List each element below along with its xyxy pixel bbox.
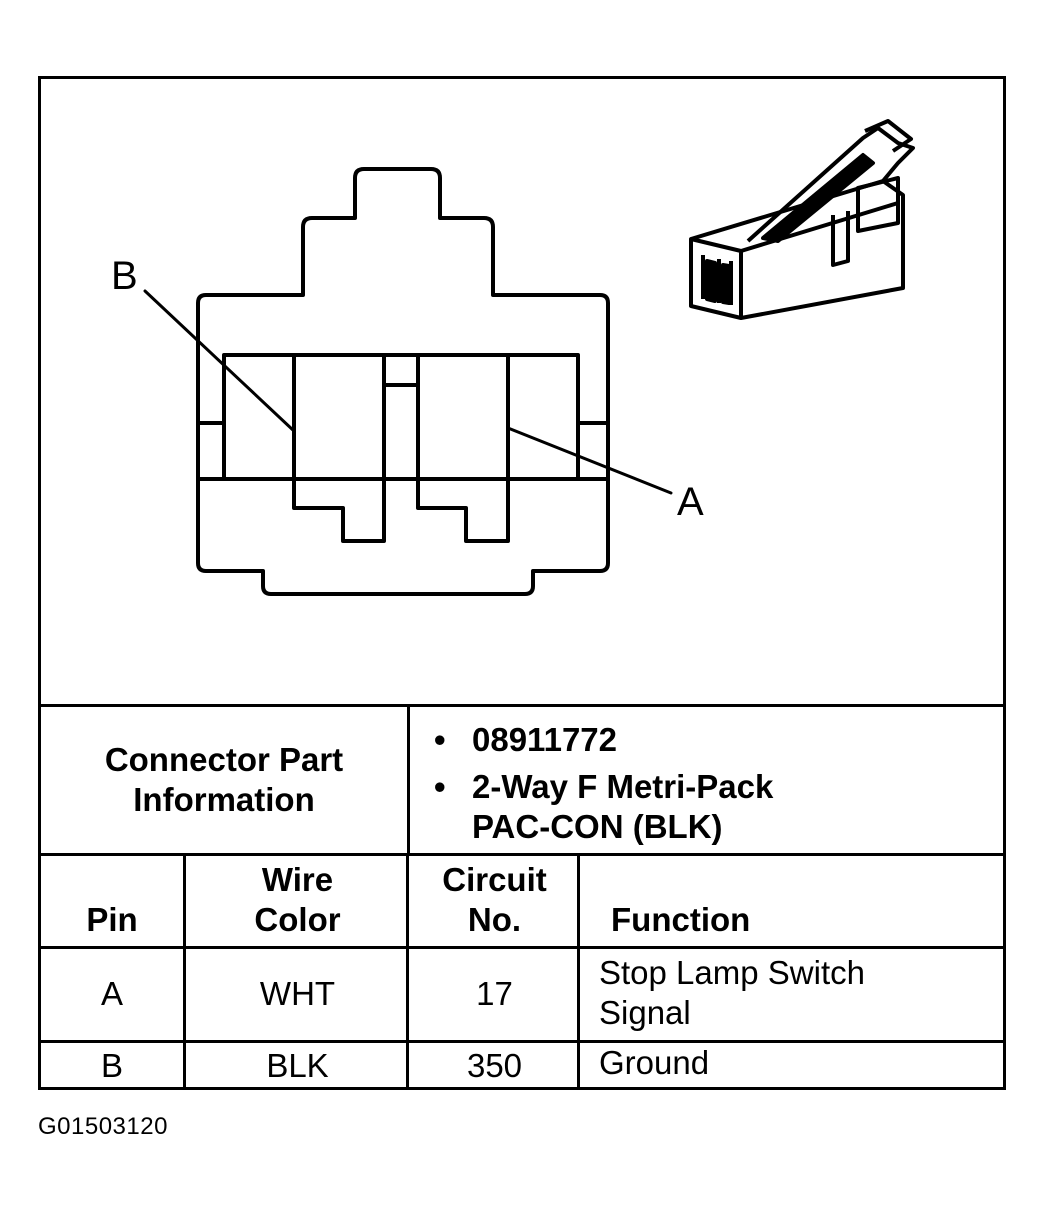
label-a: A [677, 480, 704, 524]
header-circuit-no: Circuit No. [412, 856, 580, 946]
connector-3d-illustration [689, 119, 915, 320]
circuit-cell: 350 [412, 1043, 580, 1087]
info-label-line1: Connector Part [104, 741, 344, 778]
bullet-icon: • [434, 768, 446, 805]
terminal-a [416, 353, 510, 543]
function-cell: Ground [599, 1044, 710, 1081]
info-item-part-number: • 08911772 [434, 719, 617, 761]
wire-color-cell: BLK [189, 1043, 409, 1087]
label-b: B [111, 254, 138, 298]
header-pin: Pin [41, 856, 186, 946]
terminal-b [292, 353, 386, 543]
figure-id: G01503120 [38, 1113, 168, 1140]
table-row: A WHT 17 Stop Lamp Switch Signal [41, 949, 1003, 1043]
header-wire-color: Wire Color [189, 856, 409, 946]
connector-part-info-label: Connector Part Information [41, 707, 410, 853]
connector-body-outline [196, 167, 610, 596]
info-item-connector-type: • 2-Way F Metri-Pack [434, 766, 773, 808]
function-cell: Stop Lamp Switch Signal [599, 954, 865, 1031]
circuit-cell: 17 [412, 949, 580, 1040]
leader-line-b [143, 289, 296, 433]
leader-line-a [506, 426, 673, 495]
info-item-connector-type-cont: PAC-CON (BLK) [472, 808, 723, 845]
figure-frame: B A Connector Part Information • 0891177… [38, 76, 1006, 1090]
connector-face-diagram: B A [111, 119, 915, 596]
connector-diagram-panel: B A [41, 79, 1003, 707]
table-row: B BLK 350 Ground [41, 1043, 1003, 1087]
connector-part-info-row: Connector Part Information • 08911772 • … [41, 707, 1003, 856]
bullet-icon: • [434, 721, 446, 758]
pin-cell: B [41, 1043, 186, 1087]
wire-color-cell: WHT [189, 949, 409, 1040]
pin-cell: A [41, 949, 186, 1040]
connector-part-info-values: • 08911772 • 2-Way F Metri-Pack PAC-CON … [410, 707, 1003, 853]
center-divider [382, 383, 420, 481]
header-function: Function [611, 901, 751, 938]
pin-table-header: Pin Wire Color Circuit No. Function [41, 856, 1003, 949]
info-label-line2: Information [133, 781, 315, 818]
